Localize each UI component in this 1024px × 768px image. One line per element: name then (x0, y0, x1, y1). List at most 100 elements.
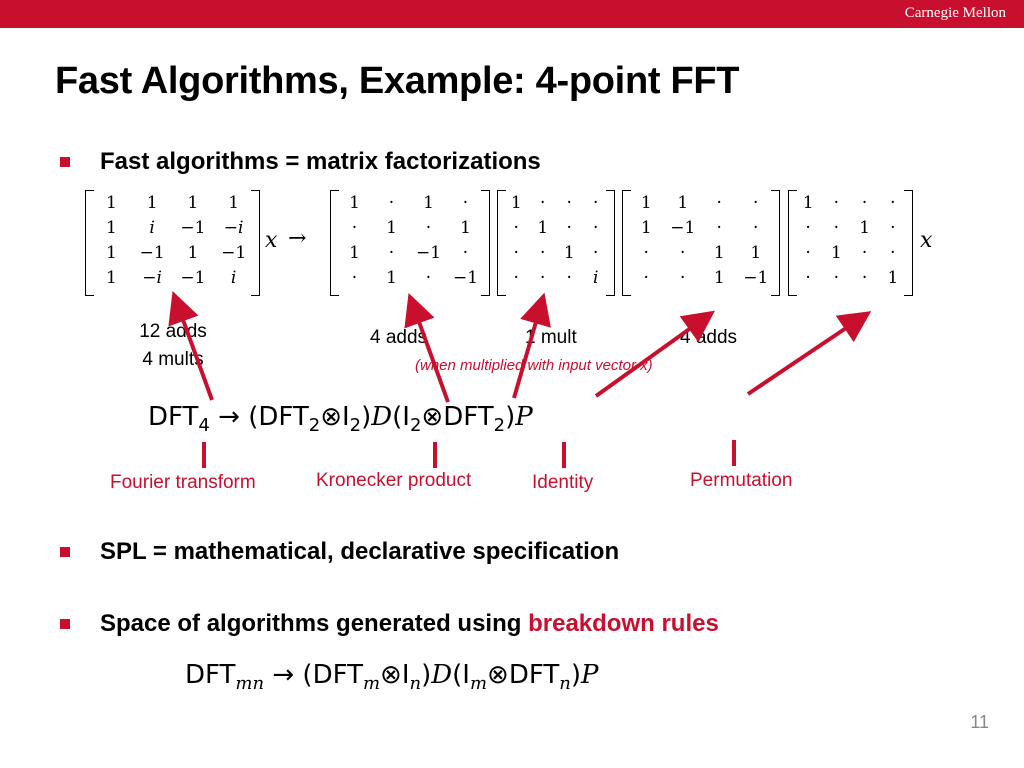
tick-permutation (732, 440, 736, 466)
matrix-cell: · (861, 243, 868, 263)
matrix-bracket-right (481, 190, 490, 296)
matrix-cell: 1 (423, 193, 434, 213)
page-number: 11 (970, 712, 989, 732)
caption-permutation: Permutation (690, 470, 793, 491)
matrix-cell: 1 (713, 268, 725, 288)
bullet-2-text: SPL = mathematical, declarative specific… (100, 538, 620, 565)
matrix-cell: · (753, 193, 759, 213)
matrix-cell: · (566, 193, 572, 213)
matrix-cell: · (643, 243, 649, 263)
matrix-bracket-right (606, 190, 615, 296)
matrix-cell: · (593, 218, 599, 238)
formula-dft4: DFT4 → (DFT2⊗I2)D(I2⊗DFT2)P (148, 402, 533, 437)
arrow-symbol: → (288, 226, 307, 251)
matrix-cell: · (425, 268, 432, 288)
slide-title: Fast Algorithms, Example: 4-point FFT (55, 60, 740, 102)
tick-fourier (202, 442, 206, 468)
arrow-to-matrix-1 (168, 290, 214, 401)
input-vector-x-end: x (920, 228, 933, 253)
matrix-cell: · (566, 268, 572, 288)
brand-label: Carnegie Mellon (904, 5, 1006, 21)
matrix-cell: · (540, 243, 546, 263)
matrix-cell: · (861, 193, 868, 213)
matrix-cell: 1 (105, 268, 117, 288)
matrix-cell: · (351, 218, 358, 238)
matrix-cell: · (513, 268, 519, 288)
annotation-mults: 4 mults (142, 349, 204, 370)
matrix-cell: i (593, 268, 599, 288)
matrix-cell: · (805, 268, 811, 288)
matrix-cell: · (351, 268, 358, 288)
matrix-bracket-left (330, 190, 339, 296)
annotation-adds-1: 4 adds (370, 327, 428, 348)
matrix-cell: · (833, 268, 840, 288)
matrix-cell: i (149, 218, 155, 238)
matrix-cell: · (861, 268, 868, 288)
matrix-cell: · (513, 243, 519, 263)
matrix-cell: · (388, 193, 395, 213)
matrix-cell: 1 (349, 193, 360, 213)
matrix-cell: −i (142, 268, 162, 288)
matrix-cell: · (833, 218, 840, 238)
matrix-cell: 1 (510, 193, 522, 213)
matrix-cell: −i (223, 218, 244, 238)
matrix-cell: · (540, 193, 546, 213)
bullet-1-text: Fast algorithms = matrix factorizations (100, 148, 541, 175)
matrix-cell: −1 (139, 243, 165, 263)
matrix-cell: 1 (187, 193, 199, 213)
matrix-cell: · (462, 193, 469, 213)
matrix-cell: · (680, 243, 686, 263)
matrix-cell: 1 (802, 193, 814, 213)
matrix-cell: · (513, 218, 519, 238)
matrix-cell: · (716, 193, 722, 213)
matrix-twiddle: 1····1····1····i (497, 190, 615, 296)
matrix-cell: 1 (563, 243, 575, 263)
caption-kronecker: Kronecker product (316, 470, 472, 491)
matrix-cell: 1 (677, 193, 689, 213)
matrix-cell: 1 (859, 218, 871, 238)
matrix-cell: · (388, 243, 395, 263)
caption-fourier: Fourier transform (110, 472, 256, 493)
matrix-cell: 1 (386, 268, 397, 288)
matrix-cell: · (643, 268, 649, 288)
matrix-cell: 1 (146, 193, 158, 213)
header-bar: Carnegie Mellon (0, 0, 1024, 28)
tick-kronecker (433, 442, 437, 468)
annotation-note: (when multiplied with input vector x) (415, 357, 653, 374)
matrix-cell: · (566, 218, 572, 238)
matrix-bracket-right (771, 190, 780, 296)
matrix-cell: −1 (180, 218, 206, 238)
caption-identity: Identity (532, 472, 594, 493)
matrix-cell: 1 (537, 218, 549, 238)
matrix-cell: −1 (221, 243, 247, 263)
breakdown-rules-highlight: breakdown rules (528, 610, 719, 637)
matrix-cell: 1 (460, 218, 471, 238)
matrix-cell: 1 (105, 193, 117, 213)
matrix-cell: −1 (415, 243, 442, 263)
matrix-bracket-right (904, 190, 913, 296)
matrix-cell: −1 (180, 268, 206, 288)
matrix-cell: 1 (640, 193, 652, 213)
matrix-cell: · (833, 193, 840, 213)
matrix-cell: 1 (713, 243, 725, 263)
bullet-square-icon (60, 157, 70, 167)
matrix-cell: 1 (105, 243, 117, 263)
arrow-to-matrix-3 (512, 292, 551, 399)
tick-identity (562, 442, 566, 468)
bullet-square-icon (60, 619, 70, 629)
matrix-cell: · (593, 243, 599, 263)
matrix-bracket-right (251, 190, 260, 296)
matrix-cell: · (753, 218, 759, 238)
matrix-cell: · (890, 243, 896, 263)
arrow-to-matrix-4 (594, 310, 716, 398)
matrix-cell: 1 (830, 243, 842, 263)
matrix-cell: · (716, 218, 722, 238)
input-vector-x: x (265, 228, 278, 253)
matrix-cell: i (230, 268, 237, 288)
matrix-bracket-left (497, 190, 506, 296)
matrix-cell: 1 (105, 218, 117, 238)
matrix-permutation: 1·····1··1·····1 (788, 190, 913, 296)
